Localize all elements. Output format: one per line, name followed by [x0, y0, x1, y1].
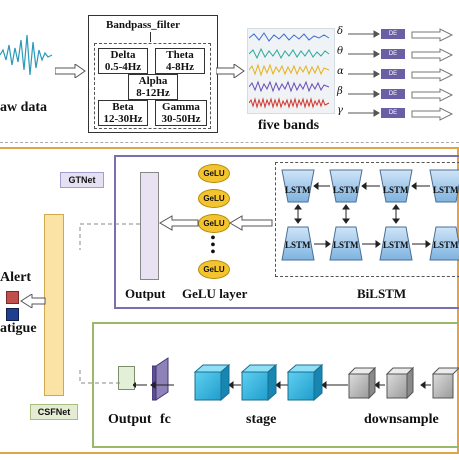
fatigue-square — [6, 308, 19, 321]
wave-beta — [249, 80, 330, 93]
csfnet-box — [92, 322, 459, 448]
csfnet-output-block — [118, 366, 135, 390]
lstm-cell-bottom-1 — [281, 226, 315, 261]
stage-cube-3-front — [287, 371, 315, 401]
fc-label: fc — [160, 412, 171, 427]
lstm-cell-bottom-2 — [329, 226, 363, 261]
lstm-cell-bottom-3 — [379, 226, 413, 261]
downsample-cube-3-front — [432, 373, 454, 399]
fusion-bar — [44, 214, 64, 396]
greek-theta: θ — [337, 46, 344, 57]
gelu-node-4: GeLU — [198, 260, 230, 279]
gtnet-output-bar — [140, 172, 159, 280]
csfnet-pipeline — [133, 363, 459, 402]
bandpass-filter-title: Bandpass_filter — [106, 19, 180, 31]
bilstm-cells — [281, 169, 459, 261]
gtnet-arrows — [159, 215, 273, 231]
gelu-node-1: GeLU — [198, 164, 230, 183]
stage-label: stage — [246, 412, 277, 427]
bilstm-label: BiLSTM — [357, 286, 407, 301]
lstm-label-top-2: LSTM — [333, 185, 359, 195]
filter-bands-group — [94, 43, 211, 129]
de-block-theta: DE — [381, 49, 405, 59]
arrow-filter-to-bands — [216, 64, 245, 78]
wave-delta — [249, 32, 330, 42]
stage-cube-2-front — [241, 371, 269, 401]
dashed-connectors — [79, 223, 140, 384]
de-block-alpha: DE — [381, 69, 405, 79]
gtnet-box — [114, 155, 459, 309]
five-bands-label: five bands — [258, 118, 320, 133]
lstm-cell-top-4 — [429, 169, 459, 203]
wave-gamma — [249, 97, 330, 109]
five-bands-waves — [249, 32, 330, 109]
lstm-label-top-3: LSTM — [383, 185, 409, 195]
gtnet-output-label: Output — [125, 286, 166, 301]
lstm-label-bottom-1: LSTM — [285, 240, 311, 250]
filter-down-arrow — [150, 32, 151, 42]
downsample-cube-2-front — [386, 373, 408, 399]
de-output-arrows — [411, 28, 454, 121]
lstm-cell-top-1 — [281, 169, 315, 203]
wave-alpha — [249, 63, 330, 77]
greek-to-de-arrows — [348, 30, 380, 117]
downsample-cube-1-front — [348, 373, 370, 399]
wave-theta — [249, 47, 330, 60]
fatigue-label: atigue — [0, 321, 37, 336]
csfnet-output-label: Output — [108, 412, 152, 427]
gelu-node-2: GeLU — [198, 189, 230, 208]
lstm-label-top-1: LSTM — [285, 185, 311, 195]
gelu-ellipsis: ••• — [210, 231, 216, 260]
downsample-label: downsample — [364, 412, 439, 427]
lstm-cell-bottom-4 — [429, 226, 459, 261]
csfnet-tag: CSFNet — [30, 404, 78, 420]
arrow-fusion-to-output — [20, 294, 46, 308]
alert-label: Alert — [0, 270, 32, 285]
greek-gamma: γ — [337, 105, 343, 116]
greek-delta: δ — [337, 26, 344, 37]
alert-square — [6, 291, 19, 304]
stage-cube-1-front — [194, 371, 222, 401]
bilstm-box — [275, 162, 459, 277]
gelu-layer-label: GeLU layer — [182, 286, 248, 301]
de-block-delta: DE — [381, 29, 405, 39]
gtnet-tag: GTNet — [60, 172, 104, 188]
lstm-label-top-4: LSTM — [433, 185, 459, 195]
greek-alpha: α — [337, 66, 344, 77]
de-block-beta: DE — [381, 89, 405, 99]
lstm-label-bottom-3: LSTM — [383, 240, 409, 250]
lstm-label-bottom-2: LSTM — [333, 240, 359, 250]
lstm-cell-top-2 — [329, 169, 363, 203]
section-divider — [0, 142, 459, 143]
lstm-cell-top-3 — [379, 169, 413, 203]
arrow-raw-to-filter — [55, 64, 86, 78]
greek-beta: β — [337, 86, 343, 97]
de-block-gamma: DE — [381, 108, 405, 118]
raw-data-label: aw data — [0, 100, 48, 115]
model-frame — [0, 147, 459, 454]
lstm-label-bottom-4: LSTM — [433, 240, 459, 250]
raw-eeg-waveform — [0, 34, 53, 76]
